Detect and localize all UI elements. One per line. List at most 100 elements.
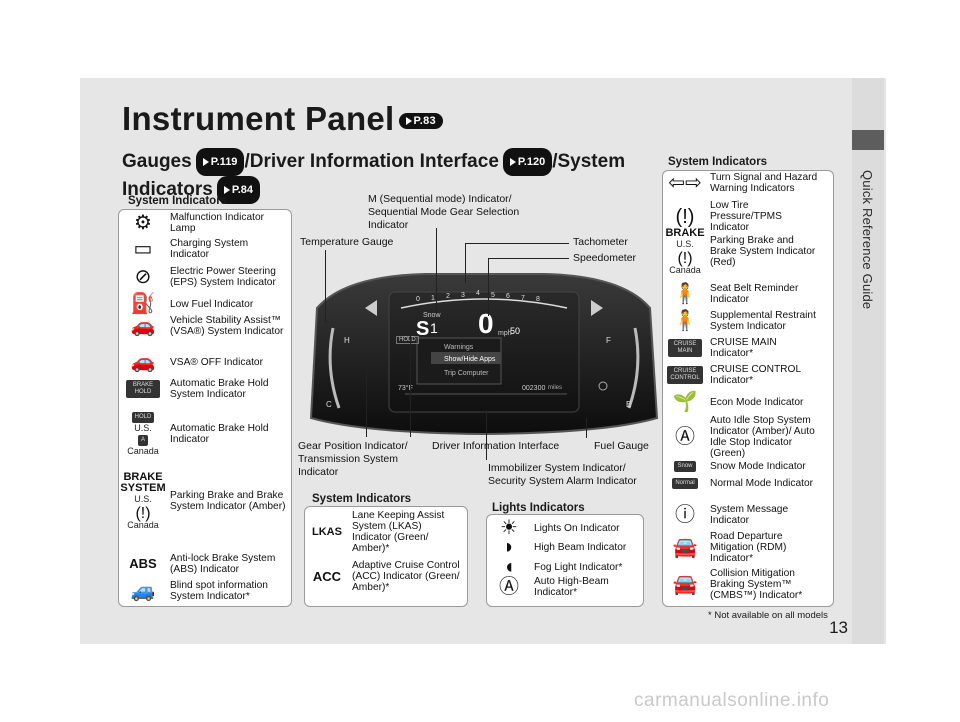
dii-menu-warnings: Warnings [444,344,474,351]
temp-h-label: H [344,336,350,345]
indicator-row: 🚗VSA® OFF Indicator [126,352,288,372]
indicator-label: Collision Mitigation Braking System™ (CM… [710,568,803,601]
indicator-badge: CRUISE MAIN [668,339,702,357]
snow-mode-icon: Snow [668,461,702,472]
indicator-label: Lane Keeping Assist System (LKAS) Indica… [352,510,445,554]
indicators-ref[interactable]: P.84 [216,176,261,204]
low-fuel-icon: ⛽ [126,294,160,314]
dii-line [410,330,411,437]
indicator-glyph: ACC [312,568,342,584]
indicator-row: ☀ Lights On Indicator [492,518,646,538]
region-caption: U.S. [134,494,152,504]
indicator-label: Electric Power Steering (EPS) System Ind… [170,266,276,288]
indicator-label: Road Departure Mitigation (RDM) Indicato… [710,531,787,564]
dii-menu-apps: Show/Hide Apps [444,356,496,363]
lights-on-icon: ☀ [492,518,526,538]
tach-tick-label: 2 [446,293,450,300]
indicator-glyph: ◗ [502,536,516,558]
tach-tick-label: 5 [491,291,495,299]
indicator-label: Econ Mode Indicator [710,396,804,408]
indicator-glyph: Ⓐ [675,426,695,448]
lights-indicator-box [486,514,644,607]
region-caption: Canada [127,520,159,530]
indicator-row: ⊘Electric Power Steering (EPS) System In… [126,266,288,288]
indicator-glyph: ⚙ [134,212,152,234]
indicator-label: Low Fuel Indicator [170,298,254,310]
indicator-glyph: 🚘 [672,536,698,559]
blind-spot-icon: 🚙 [126,581,160,601]
indicator-glyph: ⓘ [675,504,695,526]
canada-glyph: (!) [677,250,693,267]
indicator-label: Anti-lock Brake System (ABS) Indicator [170,553,276,575]
callout-m-indicator: M (Sequential mode) Indicator/ Sequentia… [368,193,520,231]
indicator-badge: Snow [674,461,696,472]
indicator-glyph: (!) [675,205,695,228]
indicator-label: Auto High-Beam Indicator* [534,576,609,598]
indicator-glyph: 🌱 [672,391,698,413]
lights-box-header: Lights Indicators [492,502,585,514]
fuel-e-label: E [626,400,632,409]
set-speed: 50 [510,326,521,336]
indicator-row: ⛽ Low Fuel Indicator [126,294,288,314]
tach-tick-label: 4 [476,290,480,297]
footnote: * Not available on all models [708,610,828,621]
odometer: 002300 [522,385,546,392]
indicator-row: ABS Anti-lock Brake System (ABS) Indicato… [126,553,288,575]
indicator-label: Parking Brake and Brake System Indicator… [170,490,286,512]
indicator-glyph: ☀ [500,517,518,539]
indicator-label: Charging System Indicator [170,238,249,260]
lkas-icon: LKAS [310,525,344,538]
indicator-label: High Beam Indicator [534,541,627,553]
temp-c-label: C [326,400,332,409]
cmbs-icon: 🚘 [668,575,702,595]
abs-icon: ABS [126,554,160,574]
speed-line-h [488,258,569,259]
auto-idle-stop-icon: Ⓐ [668,427,702,447]
dii-ref[interactable]: P.120 [502,148,553,176]
indicator-glyph: 🚘 [672,573,698,596]
indicator-row: 🚙Blind spot information System Indicator… [126,580,288,602]
dii-menu-trip: Trip Computer [444,370,489,377]
immobilizer-line [486,410,487,460]
indicator-glyph: ⇦⇨ [668,172,702,194]
high-beam-icon: ◗ [492,537,526,557]
gear-line [366,355,367,437]
sidebar-tab-marker [852,130,884,150]
indicator-row: 🚗Vehicle Stability Assist™ (VSA®) System… [126,315,288,337]
econ-mode-icon: 🌱 [668,392,702,412]
indicator-label: Snow Mode Indicator [710,461,806,472]
region-caption: Canada [669,265,701,275]
callout-fuel-gauge: Fuel Gauge [594,440,649,452]
callout-dii: Driver Information Interface [432,440,560,452]
fuel-gauge-arc [627,327,640,409]
gauges-ref[interactable]: P.119 [195,148,245,176]
charging-system-icon: ▭ [126,239,160,259]
tach-line-v [465,243,466,283]
odometer-unit: miles [548,385,563,391]
tach-tick-label: 8 [536,296,540,303]
tach-tick-label: 1 [431,294,435,302]
side-tab-label[interactable]: Quick Reference Guide [860,170,875,310]
hold-label: HOLD [396,336,419,344]
indicator-glyph: 🚙 [130,580,156,602]
title-page-ref[interactable]: P.83 [398,113,443,130]
brake-hold-system-icon: BRAKE HOLD [126,380,160,398]
mid-indicator-box [304,506,468,607]
callout-tachometer: Tachometer [573,236,628,248]
indicator-label: Lights On Indicator [534,522,620,534]
seat-belt-icon: 🧍 [668,284,702,304]
acc-icon: ACC [310,567,344,587]
callout-gear-position: Gear Position Indicator/ Transmission Sy… [298,440,408,478]
indicator-glyph: BRAKE SYSTEM [120,471,166,494]
m-indicator-line [436,228,437,314]
indicator-glyph: BRAKE [665,227,705,239]
indicator-glyph: 🚗 [130,351,156,373]
indicator-row: ▭ Charging System Indicator [126,238,288,260]
indicator-glyph: LKAS [312,525,342,538]
